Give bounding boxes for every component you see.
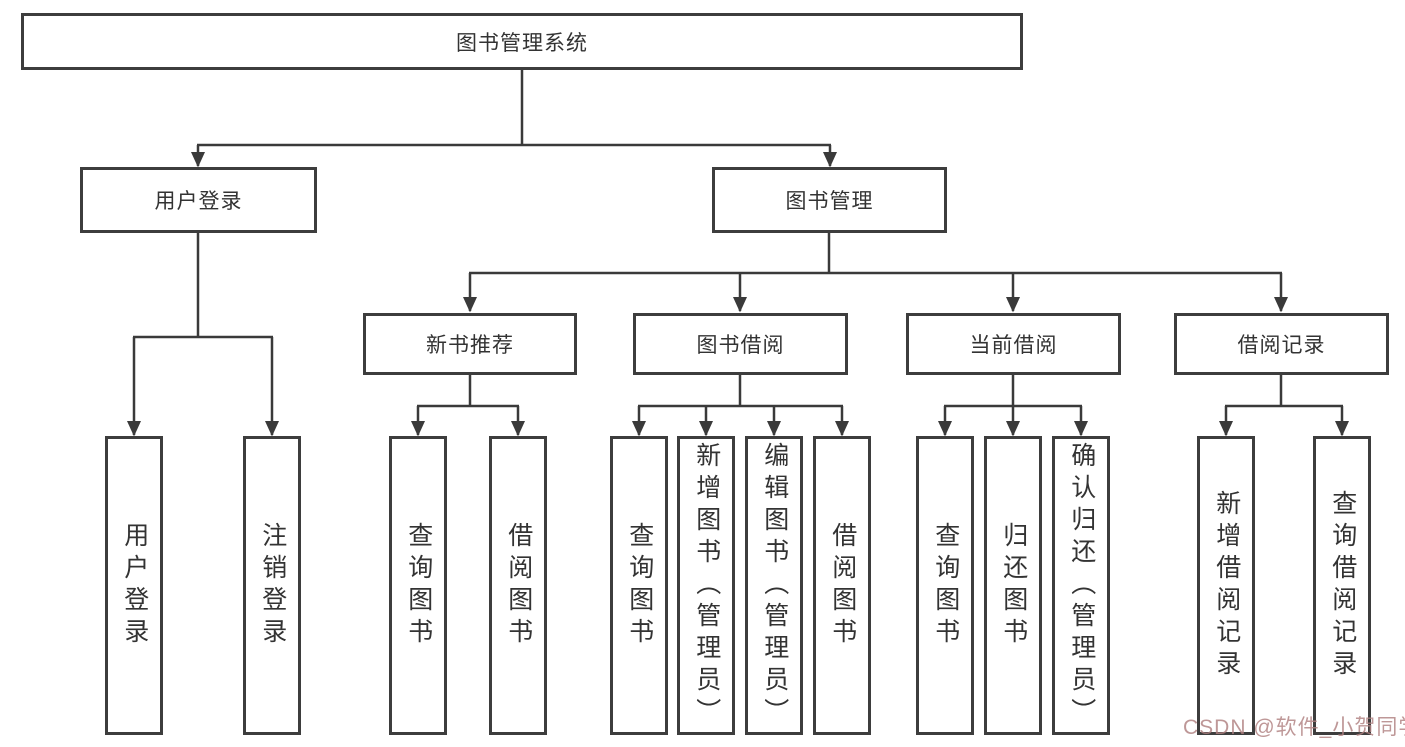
node-label: 归还图书 [999,521,1028,650]
node-label: 用户登录 [120,521,149,650]
csdn-watermark: CSDN @软件_小贺同学 [1183,716,1405,739]
leaf-return-book: 归还图书 [984,436,1042,735]
node-label: 查询图书 [625,521,654,650]
leaf-add-borrow-record: 新增借阅记录 [1197,436,1255,735]
node-label: 借阅记录 [1237,334,1326,357]
leaf-borrow-book: 借阅图书 [813,436,871,735]
leaf-edit-book-admin: 编辑图书（管理员） [745,436,803,735]
node-library-system: 图书管理系统 [21,13,1023,70]
node-label: 当前借阅 [969,334,1058,357]
node-new-book-recommend: 新书推荐 [363,313,577,375]
leaf-query-borrow-record: 查询借阅记录 [1313,436,1371,735]
node-label: 借阅图书 [504,521,533,650]
node-label: 新增借阅记录 [1212,489,1241,682]
leaf-confirm-return-admin: 确认归还（管理员） [1052,436,1110,735]
node-label: 图书管理 [785,190,874,213]
node-label: 图书管理系统 [456,31,588,55]
node-label: 注销登录 [258,521,287,650]
node-user-login-branch: 用户登录 [80,167,317,233]
leaf-logout: 注销登录 [243,436,301,735]
node-label: 用户登录 [154,190,243,213]
leaf-query-book-current: 查询图书 [916,436,974,735]
leaf-borrow-book-recommend: 借阅图书 [489,436,547,735]
leaf-query-book-borrow: 查询图书 [610,436,668,735]
node-borrow-records: 借阅记录 [1174,313,1389,375]
node-label: 新增图书（管理员） [692,441,721,730]
node-label: 编辑图书（管理员） [760,441,789,730]
node-label: 图书借阅 [696,334,785,357]
node-label: 查询图书 [404,521,433,650]
leaf-add-book-admin: 新增图书（管理员） [677,436,735,735]
node-label: 查询借阅记录 [1328,489,1357,682]
node-label: 确认归还（管理员） [1067,441,1096,730]
leaf-query-book-recommend: 查询图书 [389,436,447,735]
node-current-borrow: 当前借阅 [906,313,1121,375]
node-label: 新书推荐 [426,334,514,357]
node-label: 查询图书 [931,521,960,650]
node-book-management: 图书管理 [712,167,947,233]
leaf-user-login: 用户登录 [105,436,163,735]
node-label: 借阅图书 [828,521,857,650]
node-book-borrow: 图书借阅 [633,313,848,375]
